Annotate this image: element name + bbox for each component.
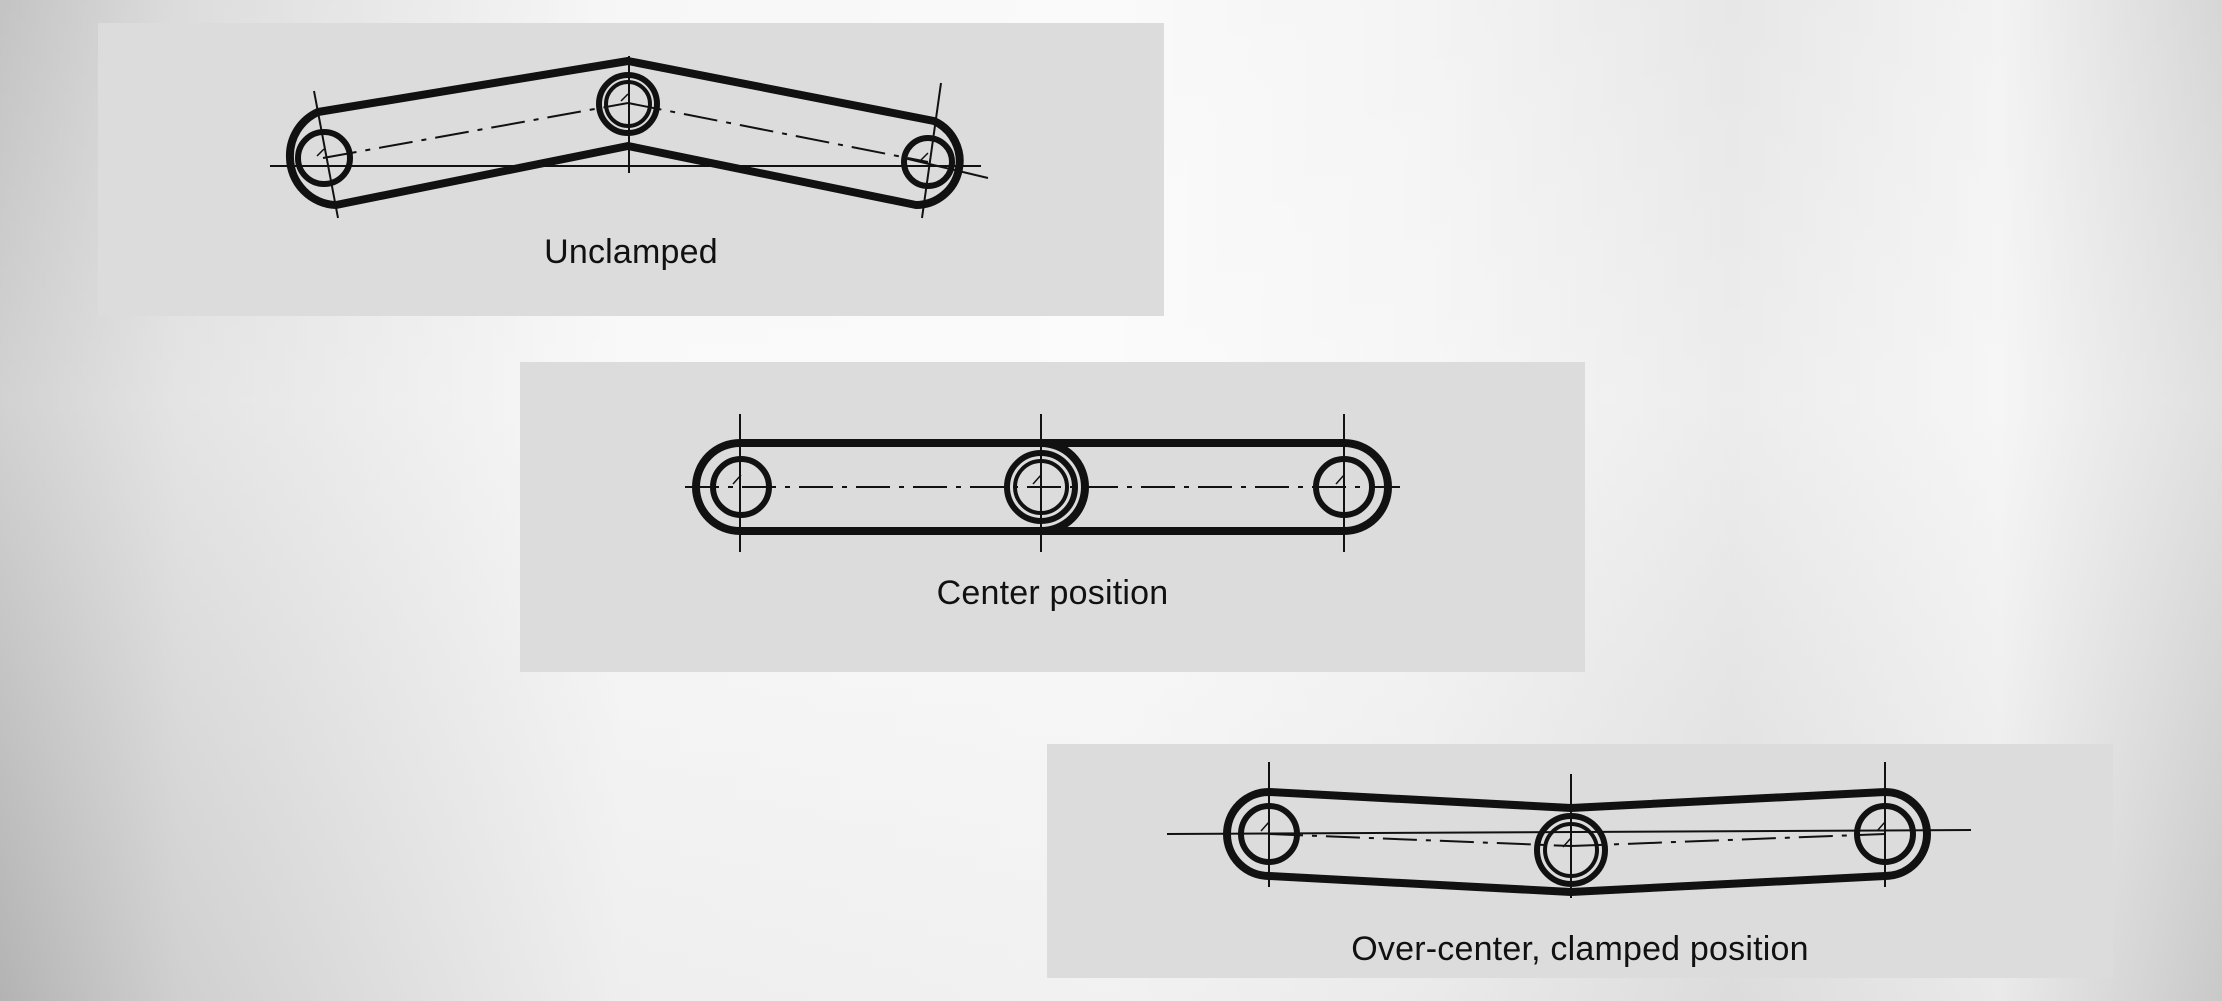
middle-pin	[1534, 813, 1608, 887]
over-center-caption: Over-center, clamped position	[1351, 930, 1809, 968]
left-pin	[295, 129, 353, 187]
pin-hatch	[1335, 474, 1345, 485]
pin-hatch	[1876, 821, 1886, 832]
center-position-linkage-drawing	[685, 414, 1400, 552]
middle-pin-inner	[604, 80, 652, 128]
over-center-linkage-drawing	[1166, 762, 1972, 898]
center-position-panel: Center position	[520, 362, 1585, 672]
right-link-centerline	[627, 102, 929, 163]
right-pin	[1854, 803, 1916, 865]
over-center-panel: Over-center, clamped position	[1047, 744, 2113, 978]
middle-pin-inner	[1013, 459, 1069, 515]
right-pin	[1313, 456, 1375, 518]
right-tick-line	[903, 157, 989, 179]
pin-hatch	[316, 148, 325, 157]
unclamped-panel: Unclamped	[98, 23, 1164, 316]
pin-hatch	[1032, 474, 1042, 485]
pin-hatch	[732, 474, 742, 485]
unclamped-link-body	[285, 57, 964, 209]
unclamped-linkage-drawing	[270, 56, 989, 219]
center-position-caption: Center position	[936, 574, 1169, 612]
pin-hatch	[620, 93, 629, 102]
over-center-link-body	[1223, 788, 1931, 896]
right-link-centerline	[1570, 833, 1886, 847]
middle-pin	[596, 72, 660, 136]
middle-pin	[1004, 450, 1078, 524]
middle-pin-inner	[1543, 822, 1599, 878]
left-link-centerline	[322, 102, 629, 159]
unclamped-caption: Unclamped	[544, 233, 718, 271]
pin-hatch	[1260, 821, 1270, 832]
pin-hatch	[920, 152, 929, 161]
baseline	[1166, 829, 1972, 835]
left-link-centerline	[1268, 833, 1572, 847]
pin-hatch	[1562, 837, 1572, 848]
left-pin	[710, 456, 772, 518]
left-pin	[1238, 803, 1300, 865]
right-link-body	[1037, 439, 1392, 535]
right-pivot-axis	[921, 82, 942, 219]
right-pin	[901, 135, 955, 189]
